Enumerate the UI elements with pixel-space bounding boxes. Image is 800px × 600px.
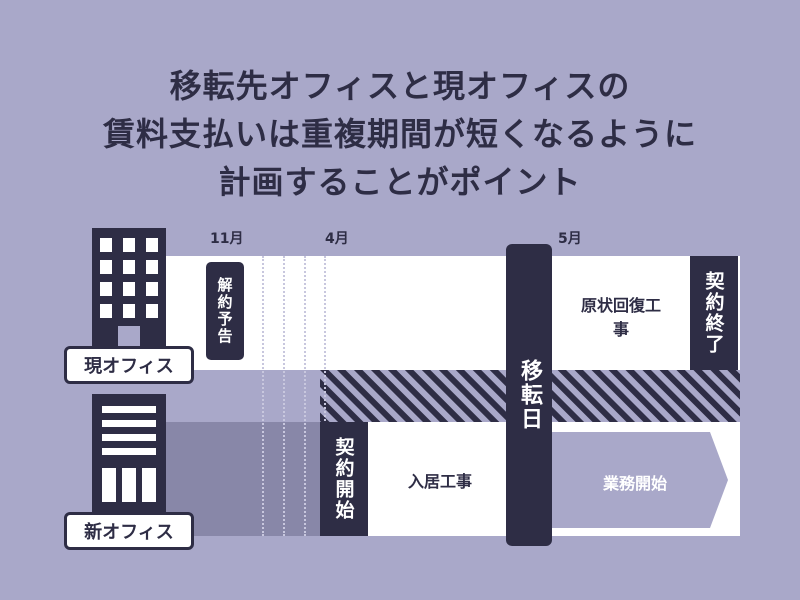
operations-start-label: 業務開始 (602, 474, 667, 493)
notice-box: 解約予告 (206, 262, 244, 360)
dotted-line (324, 256, 326, 536)
move-day-bar: 移転日 (506, 244, 552, 546)
month-label-may: 5月 (558, 231, 582, 247)
title-line-2: 賃料支払いは重複期間が短くなるように (102, 115, 697, 153)
dotted-line (283, 256, 285, 536)
notice-label: 解約予告 (215, 277, 234, 345)
contract-end-box: 契約終了 (690, 256, 738, 370)
restoration-label: 原状回復工事 (566, 294, 676, 342)
operations-start-arrow (550, 432, 728, 528)
diagram-title: 移転先オフィスと現オフィスの 賃料支払いは重複期間が短くなるように 計画すること… (0, 62, 800, 206)
move-day-label: 移転日 (517, 359, 542, 431)
interior-work-label: 入居工事 (407, 472, 472, 491)
building-icon-current (92, 228, 166, 352)
title-line-1: 移転先オフィスと現オフィスの (169, 67, 631, 105)
contract-start-box: 契約開始 (320, 422, 368, 536)
month-label-nov: 11月 (210, 231, 244, 247)
contract-start-label: 契約開始 (332, 437, 355, 521)
month-label-apr: 4月 (325, 231, 349, 247)
contract-end-label: 契約終了 (702, 271, 725, 355)
title-line-3: 計画することがポイント (218, 163, 582, 201)
current-office-label: 現オフィス (64, 346, 194, 384)
dotted-line (304, 256, 306, 536)
building-icon-new (92, 394, 166, 518)
dotted-line (262, 256, 264, 536)
restoration-text: 原状回復工事 (580, 296, 661, 339)
new-office-label: 新オフィス (64, 512, 194, 550)
